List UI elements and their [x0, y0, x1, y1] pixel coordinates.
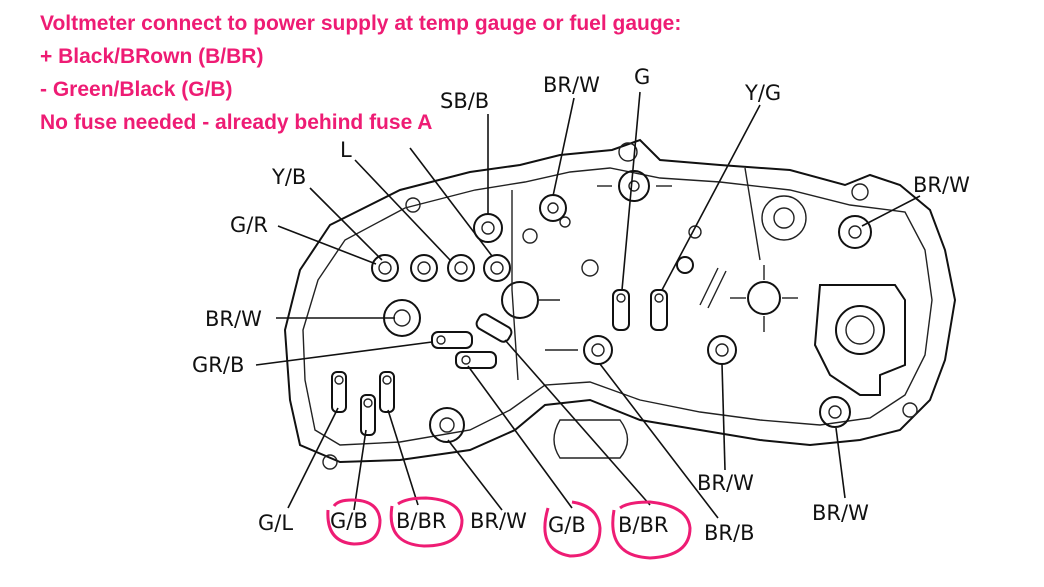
mount-hole-left — [405, 197, 421, 213]
leader-br-w-top — [552, 97, 575, 197]
leader-br-w-lower-right — [835, 427, 846, 499]
housing-boss-right — [761, 195, 807, 241]
leader-br-b — [599, 363, 719, 519]
terminal-center-left — [455, 313, 513, 369]
label-br-w-lower-right: BR/W — [812, 501, 869, 525]
leader-g — [621, 91, 641, 291]
divider — [744, 167, 761, 261]
right-module-knob-inner — [845, 315, 875, 345]
leader-b-br-1 — [387, 409, 419, 506]
terminal-pair-center — [612, 289, 668, 331]
leader-b-br-2 — [504, 339, 651, 506]
socket-br-w-top — [539, 194, 567, 222]
leader-br-w-lower-mid — [721, 363, 726, 471]
leader-g-l — [287, 407, 339, 509]
slot — [699, 267, 719, 306]
label-gr-b: GR/B — [192, 353, 244, 377]
label-br-b: BR/B — [704, 521, 754, 545]
mount-hole-right — [851, 183, 869, 201]
label-g-l: G/L — [258, 511, 293, 535]
label-g-top: G — [634, 65, 650, 89]
mount-hole-bottom — [322, 454, 338, 470]
label-br-w-lower-mid: BR/W — [697, 471, 754, 495]
socket-br-w-right — [838, 215, 872, 249]
socket-br-w-lower-mid — [707, 335, 737, 365]
terminal-gr-b — [431, 331, 473, 349]
terminal-group-left — [331, 371, 395, 436]
label-b-br-2: B/BR — [618, 513, 668, 537]
right-module — [813, 284, 906, 396]
hole — [559, 216, 571, 228]
leader-y-b — [309, 187, 383, 261]
gauge-housing-outline — [283, 138, 957, 464]
leader-g-r — [277, 225, 377, 265]
label-b-br-1: B/BR — [396, 509, 446, 533]
label-br-w-top: BR/W — [543, 73, 600, 97]
label-br-w-bottom: BR/W — [470, 509, 527, 533]
label-g-r: G/R — [230, 213, 268, 237]
gauge-pivot-right — [747, 281, 781, 315]
gauge-pivot-left — [501, 281, 539, 319]
housing-boss-right-inner — [773, 207, 795, 229]
gauge-housing-inner — [302, 167, 933, 446]
annotation-line-4: No fuse needed - already behind fuse A — [40, 111, 433, 134]
gauge-pivot-top-center — [628, 180, 640, 192]
label-br-w-right: BR/W — [913, 173, 970, 197]
bottom-window — [553, 419, 629, 459]
leader-br-top — [409, 147, 493, 257]
hole — [581, 259, 599, 277]
hole — [902, 402, 918, 418]
label-g-b-1: G/B — [330, 509, 368, 533]
socket-top-right-small — [676, 256, 694, 274]
leader-br-w-right — [861, 195, 921, 227]
label-g-b-2: G/B — [548, 513, 586, 537]
right-module-knob — [835, 305, 885, 355]
leader-g-b-2 — [467, 365, 573, 509]
slot — [707, 270, 727, 309]
highlight-circle-g-b-1 — [326, 498, 382, 546]
socket-br-w-lower-right — [819, 396, 851, 428]
annotation-line-2: + Black/BRown (B/BR) — [40, 45, 264, 68]
socket-br-w-bottom — [429, 407, 465, 443]
divider — [511, 190, 519, 381]
leader-br-w-bottom — [447, 439, 503, 511]
annotation-line-3: - Green/Black (G/B) — [40, 78, 233, 101]
leader-gr-b — [255, 341, 433, 366]
highlight-circle-g-b-2 — [543, 500, 602, 558]
hole — [522, 228, 538, 244]
label-sb-b: SB/B — [440, 89, 489, 113]
leader-g-b-1 — [353, 429, 367, 511]
highlight-circle-b-br-2 — [611, 500, 692, 560]
label-l: L — [340, 138, 352, 162]
highlight-circle-b-br-1 — [389, 496, 464, 548]
gauge-pivot-top — [618, 170, 650, 202]
leader-l — [354, 159, 451, 261]
label-y-b: Y/B — [271, 165, 306, 189]
label-br-w-left: BR/W — [205, 307, 262, 331]
annotation-line-1: Voltmeter connect to power supply at tem… — [40, 12, 682, 35]
leader-y-g — [661, 104, 761, 291]
mount-hole-top — [618, 142, 638, 162]
label-y-g: Y/G — [744, 81, 781, 105]
socket-row-left — [371, 254, 511, 282]
socket-center-lower — [583, 335, 613, 365]
